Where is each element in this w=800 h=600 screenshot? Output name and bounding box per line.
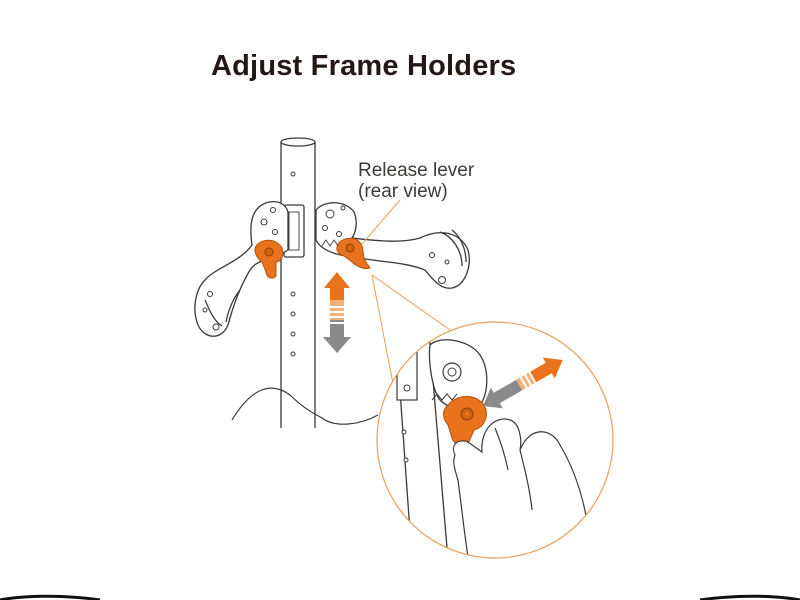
zoom-circle-border: [376, 321, 614, 559]
left-release-lever: [254, 239, 284, 279]
diagonal-double-arrow-icon: [482, 357, 563, 409]
left-holder-arm: [194, 201, 289, 337]
pole: [280, 137, 316, 428]
pole-holes: [290, 171, 296, 357]
bottom-left-edge: [0, 594, 101, 600]
callout-leader: [361, 199, 401, 245]
stand-base-outline: [231, 387, 379, 425]
callout-line-2: (rear view): [358, 181, 448, 202]
bottom-right-edge: [699, 594, 800, 600]
zoom-detail: [377, 322, 613, 558]
right-release-lever: [336, 237, 371, 269]
page-title: Adjust Frame Holders: [211, 50, 517, 82]
release-lever-callout: Release lever (rear view): [358, 160, 474, 202]
zoom-connector-top: [371, 274, 451, 331]
right-holder-arm: [315, 202, 470, 289]
hand: [452, 418, 591, 558]
up-down-arrow-icon: [323, 272, 351, 353]
callout-line-1: Release lever: [358, 160, 475, 181]
